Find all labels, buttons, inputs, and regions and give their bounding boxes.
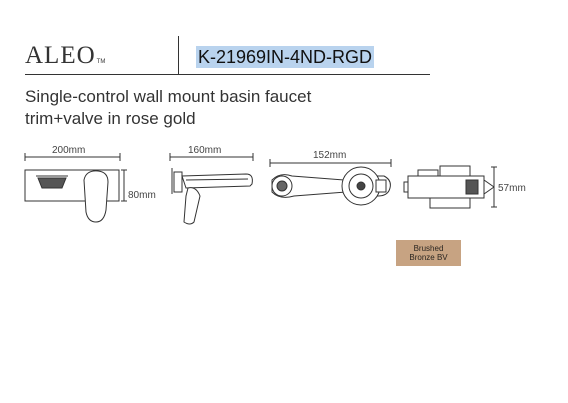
front-width-label: 200mm: [52, 145, 86, 156]
description-line-1: Single-control wall mount basin faucet: [25, 87, 312, 106]
front-height-label: 80mm: [128, 190, 156, 201]
side-view-drawing: [169, 153, 254, 225]
valve-top-view-drawing: [269, 159, 392, 206]
header-divider-horizontal: [25, 74, 430, 75]
finish-label-line-2: Bronze BV: [409, 253, 448, 262]
side-depth-label: 160mm: [188, 145, 222, 156]
product-description: Single-control wall mount basin faucet t…: [25, 86, 311, 130]
front-view-drawing: [24, 153, 127, 223]
product-sku[interactable]: K-21969IN-4ND-RGD: [196, 46, 375, 68]
finish-label-line-1: Brushed: [413, 244, 444, 253]
valve-height-label: 57mm: [498, 183, 526, 194]
trademark-mark: TM: [96, 59, 106, 65]
brand-name: ALEO: [25, 42, 96, 69]
valve-width-label: 152mm: [313, 150, 347, 161]
brand-logo: ALEOTM: [25, 42, 105, 70]
description-line-2: trim+valve in rose gold: [25, 109, 196, 128]
header-divider-vertical: [178, 36, 179, 74]
finish-swatch[interactable]: Brushed Bronze BV: [396, 240, 461, 266]
valve-side-view-drawing: [403, 165, 497, 209]
